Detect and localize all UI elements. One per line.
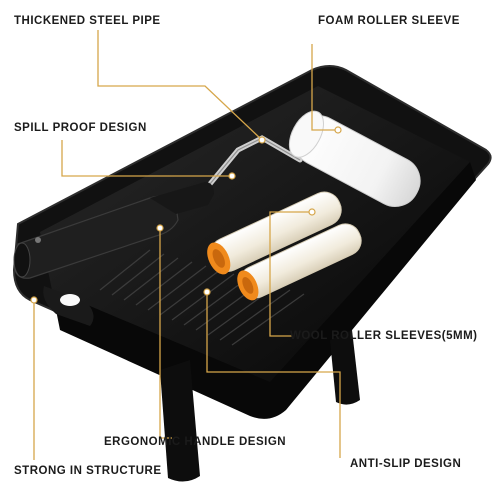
label-strong-in-structure: STRONG IN STRUCTURE: [14, 465, 162, 477]
label-spill-proof-design: SPILL PROOF DESIGN: [14, 122, 147, 134]
label-ergonomic-handle-design: ERGONOMIC HANDLE DESIGN: [104, 436, 287, 448]
callout-dot-foam: [334, 126, 342, 134]
callout-dot-antislip: [203, 288, 211, 296]
tray-side-hook: [43, 286, 94, 326]
label-wool-roller-sleeves: WOOL ROLLER SLEEVES(5MM): [290, 330, 478, 342]
label-foam-roller-sleeve: FOAM ROLLER SLEEVE: [318, 15, 460, 27]
foam-roller-sleeve: [288, 110, 421, 207]
label-anti-slip-design: ANTI-SLIP DESIGN: [350, 458, 462, 470]
callout-dot-spill: [228, 172, 236, 180]
callout-dot-wool: [308, 208, 316, 216]
tray-hook-hole: [60, 294, 80, 306]
label-thickened-steel-pipe: THICKENED STEEL PIPE: [14, 15, 161, 27]
callout-dot-handle: [156, 224, 164, 232]
callout-lines: [33, 30, 341, 460]
callout-dot-steel: [258, 136, 266, 144]
tray-leg-back: [330, 330, 360, 405]
callout-dot-structure: [30, 296, 38, 304]
tray-leg-front: [160, 360, 200, 482]
handle-end: [13, 242, 31, 278]
tray-body: [52, 162, 476, 419]
